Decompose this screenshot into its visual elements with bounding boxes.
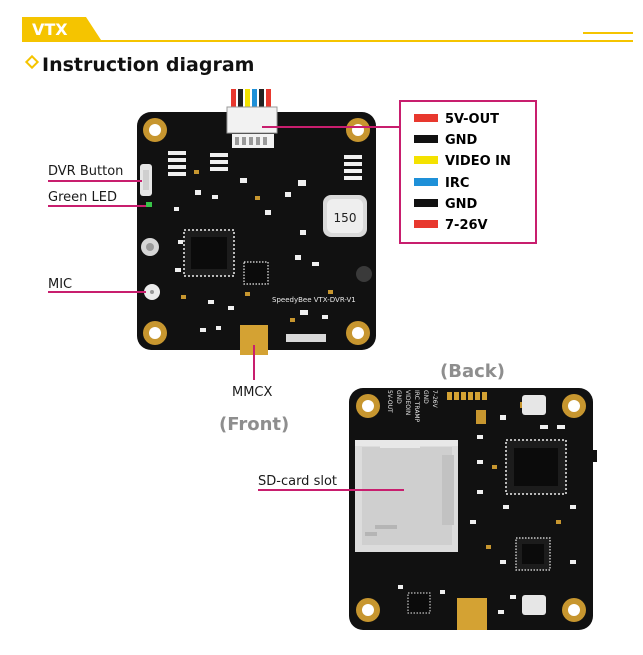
svg-text:IRC: IRC — [445, 176, 469, 191]
back-caption: (Back) — [440, 361, 505, 382]
callout-mmcx: MMCX — [232, 345, 273, 400]
front-caption: (Front) — [219, 414, 289, 435]
board-silkscreen: SpeedyBee VTX-DVR-V1 — [272, 296, 356, 304]
mounting-hole-icon — [356, 394, 586, 622]
svg-text:GND: GND — [445, 197, 478, 212]
svg-text:SD-card slot: SD-card slot — [258, 474, 337, 489]
callout-green-led: Green LED — [48, 190, 146, 207]
callout-mic: MIC — [48, 277, 146, 293]
svg-text:GND: GND — [395, 390, 402, 404]
svg-text:5V-OUT: 5V-OUT — [386, 390, 393, 413]
connector-icon — [226, 89, 278, 148]
inductor-icon: 150 — [323, 195, 367, 237]
pin-row: 7-26V — [414, 218, 488, 233]
svg-text:Green LED: Green LED — [48, 190, 117, 205]
svg-text:5V-OUT: 5V-OUT — [445, 112, 499, 127]
diamond-icon — [24, 54, 40, 70]
svg-text:GND: GND — [422, 390, 429, 404]
back-board: 5V-OUT GND VIDEOIN IRC TRAMP GND 7-26V — [349, 388, 597, 630]
section-tag-bg — [22, 17, 101, 40]
svg-text:MIC: MIC — [48, 277, 72, 292]
pin-row: IRC — [414, 176, 469, 191]
svg-text:MMCX: MMCX — [232, 385, 273, 400]
svg-text:7-26V: 7-26V — [445, 218, 488, 233]
sd-card-slot — [355, 440, 458, 552]
back-pin-silk: 5V-OUT GND VIDEOIN IRC TRAMP GND 7-26V — [386, 390, 438, 423]
svg-text:VIDEOIN: VIDEOIN — [404, 390, 411, 415]
heading: Instruction diagram — [42, 54, 254, 76]
svg-text:VIDEO IN: VIDEO IN — [445, 154, 511, 169]
callout-sd-card-slot: SD-card slot — [258, 474, 404, 491]
pin-legend-box — [399, 100, 537, 244]
inductor-label: 150 — [334, 211, 357, 225]
section-tag: VTX — [32, 20, 68, 39]
pin-row: 5V-OUT — [414, 112, 499, 127]
front-board: 150 SpeedyBee VTX-DVR-V1 — [137, 89, 376, 355]
green-led — [146, 202, 152, 207]
svg-text:IRC TRAMP: IRC TRAMP — [413, 390, 420, 423]
svg-text:7-26V: 7-26V — [431, 390, 438, 409]
pin-row: VIDEO IN — [414, 154, 511, 169]
pin-row: GND — [414, 133, 478, 148]
pin-row: GND — [414, 197, 478, 212]
svg-text:GND: GND — [445, 133, 478, 148]
svg-text:DVR Button: DVR Button — [48, 164, 123, 179]
callout-dvr-button: DVR Button — [48, 164, 142, 182]
